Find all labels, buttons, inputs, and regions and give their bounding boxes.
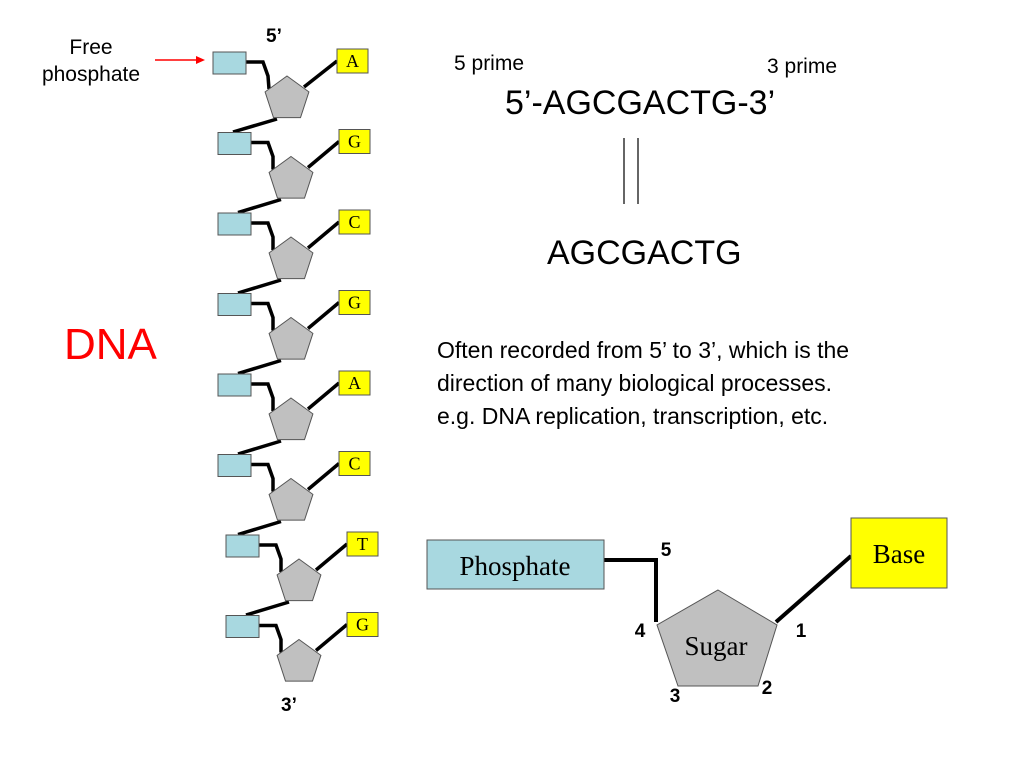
sugar-pentagon [264, 75, 310, 119]
base-letter: G [348, 293, 361, 313]
sugar-base-bond [306, 301, 341, 330]
sugar-base-bond [314, 623, 349, 652]
base-box [346, 531, 379, 557]
strand-5-prime-end: 5’ [266, 26, 282, 47]
base-box [338, 209, 371, 235]
sugar-pentagon [268, 316, 314, 360]
phosphate-box [217, 132, 252, 155]
sugar-base-bond [306, 381, 341, 411]
base-label: Base [873, 539, 926, 569]
base-box [338, 370, 371, 396]
backbone-bond [237, 519, 282, 537]
backbone-bond [237, 439, 282, 456]
phosphate-sugar-bond [259, 543, 283, 572]
base-box [338, 290, 371, 315]
base-letter: T [357, 534, 368, 554]
base-box [336, 48, 369, 74]
sequence-short: AGCGACTG [547, 234, 742, 272]
carbon-number-2: 2 [762, 678, 773, 699]
sugar-pentagon [276, 638, 322, 682]
sugar-base-bond [774, 554, 853, 624]
phosphate-sugar-bond [259, 623, 283, 653]
base-letter: C [348, 212, 360, 232]
phosphate-sugar-bond [251, 301, 275, 331]
sugar-base-bond [314, 542, 349, 572]
phosphate-box [217, 212, 252, 236]
sugar-base-bond [306, 462, 341, 491]
carbon-number-3: 3 [670, 686, 681, 707]
base-letter: A [348, 373, 361, 393]
direction-note: Often recorded from 5’ to 3’, which is t… [437, 334, 849, 433]
dna-strand: A G C G A C T G [212, 48, 379, 682]
strand-3-prime-end: 3’ [281, 695, 297, 716]
three-prime-label: 3 prime [767, 55, 838, 78]
base-letter: G [348, 132, 361, 152]
nucleotide-8: G [225, 612, 379, 682]
phosphate-sugar-bond [251, 382, 275, 411]
free-phosphate-label: Free phosphate [41, 36, 141, 86]
nucleotide-6: C [217, 451, 371, 537]
phosphate-sugar-bond [251, 140, 275, 170]
sugar-base-bond [306, 220, 341, 250]
base-box [338, 451, 371, 476]
nucleotide-3: C [217, 209, 371, 295]
sugar-base-bond [302, 59, 339, 89]
base-letter: C [348, 454, 360, 474]
backbone-bond [237, 358, 282, 376]
phosphate-sugar-bond [251, 221, 275, 250]
sugar-pentagon [656, 589, 778, 687]
phosphate-box [225, 615, 260, 638]
base-box [850, 517, 948, 589]
base-box [338, 129, 371, 154]
nucleotide-1: A [212, 48, 369, 134]
carbon-number-4: 4 [635, 621, 646, 642]
carbon-number-1: 1 [796, 621, 807, 642]
backbone-bond [245, 600, 290, 617]
nucleotide-5: A [217, 370, 371, 456]
sugar-pentagon [276, 558, 322, 602]
backbone-bond [232, 117, 278, 134]
backbone-bond [237, 197, 282, 215]
sugar-pentagon [268, 155, 314, 199]
dna-label: DNA [64, 320, 157, 369]
phosphate-sugar-bond [604, 558, 658, 622]
base-box [346, 612, 379, 637]
phosphate-box [212, 51, 247, 75]
phosphate-box [217, 373, 252, 397]
nucleotide-2: G [217, 129, 371, 215]
base-letter: A [346, 51, 359, 71]
phosphate-box [217, 454, 252, 477]
base-letter: G [356, 615, 369, 635]
sugar-label: Sugar [685, 631, 748, 661]
sugar-pentagon [268, 477, 314, 521]
phosphate-box [426, 539, 605, 590]
sugar-base-bond [306, 140, 341, 169]
sugar-pentagon [268, 397, 314, 441]
phosphate-box [225, 534, 260, 558]
phosphate-box [217, 293, 252, 316]
carbon-number-5: 5 [661, 540, 672, 561]
phosphate-sugar-bond [251, 462, 275, 492]
phosphate-label: Phosphate [460, 551, 571, 581]
free-phosphate-arrow [155, 56, 205, 64]
sequence-with-ends: 5’-AGCGACTG-3’ [505, 84, 776, 122]
note-line-2: direction of many biological processes. [437, 370, 833, 396]
note-line-1: Often recorded from 5’ to 3’, which is t… [437, 337, 850, 363]
note-line-3: e.g. DNA replication, transcription, etc… [437, 403, 829, 429]
sugar-pentagon [268, 236, 314, 280]
nucleotide-diagram: Phosphate Sugar Base 5 4 1 2 3 [426, 517, 948, 707]
backbone-bond [237, 278, 282, 295]
nucleotide-7: T [225, 531, 379, 617]
nucleotide-4: G [217, 290, 371, 376]
phosphate-sugar-bond [246, 60, 271, 90]
five-prime-label: 5 prime [454, 52, 525, 75]
